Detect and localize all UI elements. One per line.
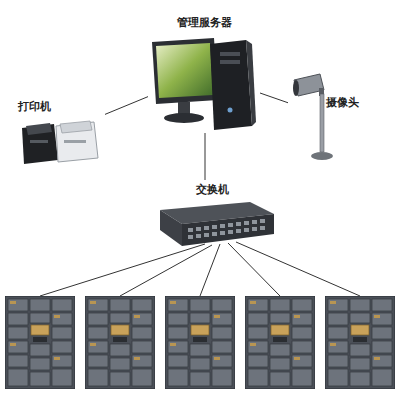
device-label: 交换机 <box>196 183 229 196</box>
device-node: 管理服务器 <box>148 14 260 133</box>
device-node: 摄像头 <box>288 70 364 162</box>
network-cable <box>260 93 288 103</box>
device-node: 交换机 <box>150 180 275 248</box>
device-label: 摄像头 <box>326 96 359 109</box>
device-node: 打印机 <box>10 98 105 170</box>
network-cable <box>105 97 148 115</box>
device-label: 管理服务器 <box>177 16 232 29</box>
device-label: 打印机 <box>18 100 51 113</box>
network-cable <box>205 133 206 180</box>
